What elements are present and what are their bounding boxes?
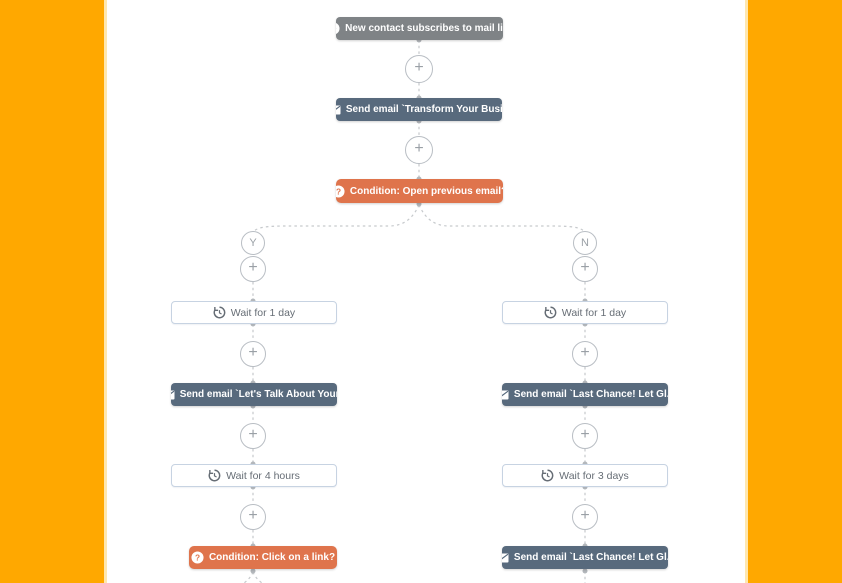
- play-icon: [336, 22, 340, 35]
- add-step-button[interactable]: +: [240, 423, 266, 449]
- add-step-button[interactable]: +: [405, 136, 433, 164]
- add-step-button[interactable]: +: [572, 256, 598, 282]
- branch-no-label: N: [573, 231, 597, 255]
- wait-node[interactable]: Wait for 1 day: [171, 301, 337, 324]
- question-icon: ?: [191, 551, 204, 564]
- plus-icon: +: [248, 507, 258, 524]
- node-label: New contact subscribes to mail list: [345, 23, 503, 34]
- add-step-button[interactable]: +: [572, 504, 598, 530]
- plus-icon: +: [248, 426, 258, 443]
- plus-icon: +: [580, 426, 590, 443]
- envelope-icon: [502, 390, 509, 400]
- trigger-node[interactable]: New contact subscribes to mail list: [336, 17, 503, 40]
- envelope-icon: [336, 105, 341, 115]
- plus-icon: +: [580, 344, 590, 361]
- history-icon: [541, 469, 554, 482]
- condition-node[interactable]: ? Condition: Click on a link?: [189, 546, 337, 569]
- automation-canvas[interactable]: [104, 0, 748, 583]
- svg-text:?: ?: [336, 186, 341, 196]
- question-icon: ?: [336, 184, 345, 198]
- wait-node[interactable]: Wait for 3 days: [502, 464, 668, 487]
- plus-icon: +: [414, 140, 424, 157]
- plus-icon: +: [580, 259, 590, 276]
- add-step-button[interactable]: +: [572, 423, 598, 449]
- history-icon: [544, 306, 557, 319]
- history-icon: [213, 306, 226, 319]
- history-icon: [208, 469, 221, 482]
- branch-letter: Y: [249, 237, 257, 249]
- wait-node[interactable]: Wait for 1 day: [502, 301, 668, 324]
- node-label: Send email `Let's Talk About Your...: [179, 389, 337, 400]
- node-label: Condition: Open previous email?: [349, 185, 503, 197]
- node-label: Send email `Transform Your Busi...: [345, 104, 502, 115]
- plus-icon: +: [414, 59, 424, 76]
- node-label: Condition: Click on a link?: [208, 552, 336, 563]
- svg-text:?: ?: [195, 552, 200, 562]
- plus-icon: +: [580, 507, 590, 524]
- plus-icon: +: [248, 259, 258, 276]
- add-step-button[interactable]: +: [572, 341, 598, 367]
- wait-node[interactable]: Wait for 4 hours: [171, 464, 337, 487]
- condition-node[interactable]: ? Condition: Open previous email?: [336, 179, 503, 203]
- plus-icon: +: [248, 344, 258, 361]
- add-step-button[interactable]: +: [240, 256, 266, 282]
- send-email-node[interactable]: Send email `Let's Talk About Your...: [171, 383, 337, 406]
- node-label: Wait for 4 hours: [226, 469, 300, 482]
- branch-letter: N: [581, 237, 589, 249]
- node-label: Wait for 1 day: [561, 306, 627, 319]
- branch-yes-label: Y: [241, 231, 265, 255]
- envelope-icon: [502, 553, 509, 563]
- node-label: Send email `Last Chance! Let Gl...: [513, 389, 668, 400]
- send-email-node[interactable]: Send email `Last Chance! Let Gl...: [502, 383, 668, 406]
- node-label: Send email `Last Chance! Let Gl...: [513, 552, 668, 563]
- send-email-node[interactable]: Send email `Transform Your Busi...: [336, 98, 502, 121]
- add-step-button[interactable]: +: [405, 55, 433, 83]
- node-label: Wait for 1 day: [230, 306, 296, 319]
- envelope-icon: [171, 390, 175, 400]
- add-step-button[interactable]: +: [240, 341, 266, 367]
- add-step-button[interactable]: +: [240, 504, 266, 530]
- send-email-node[interactable]: Send email `Last Chance! Let Gl...: [502, 546, 668, 569]
- node-label: Wait for 3 days: [559, 469, 629, 482]
